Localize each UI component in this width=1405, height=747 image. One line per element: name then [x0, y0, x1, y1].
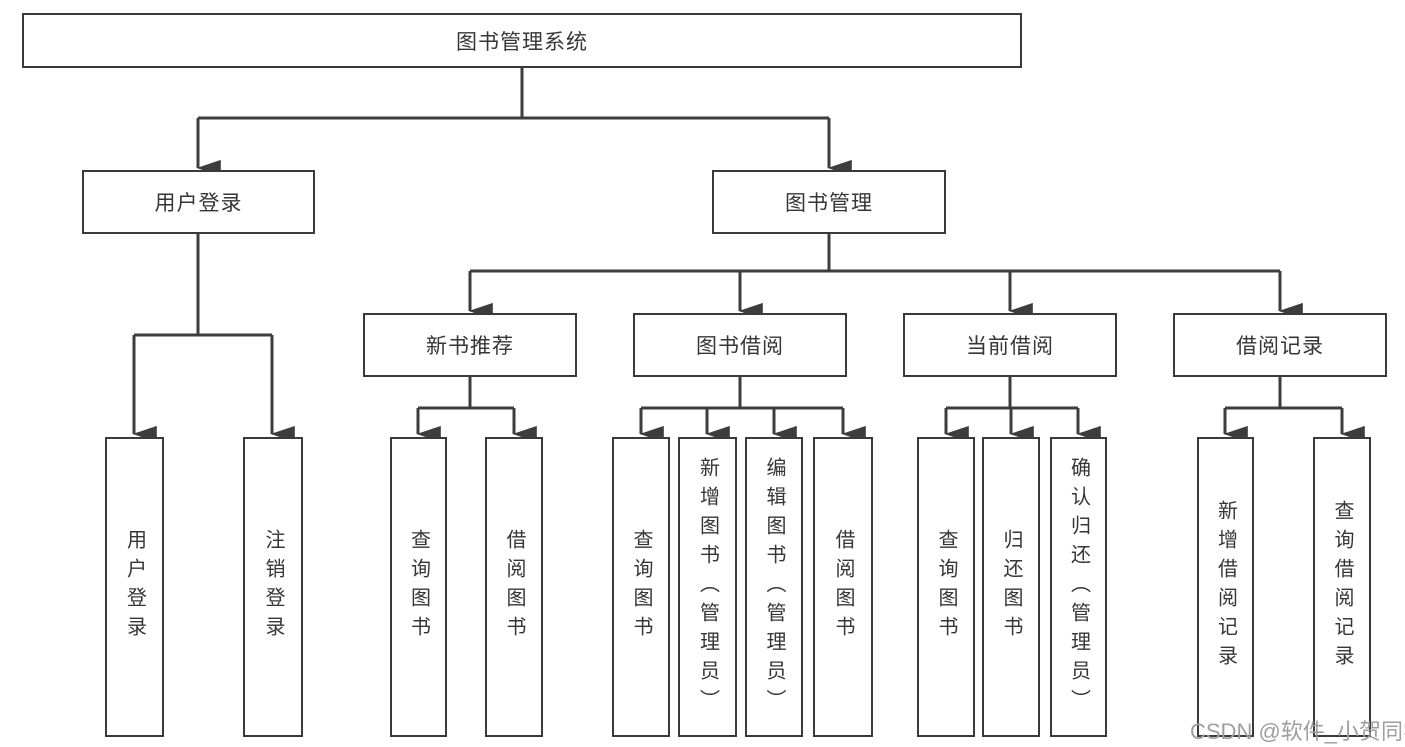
node-new-book-recommend: 新书推荐: [363, 313, 577, 377]
leaf-borrow-books-newbooks: 借阅图书: [485, 437, 543, 737]
leaf-query-books-current: 查询图书: [917, 437, 975, 737]
leaf-label: 查询借阅记录: [1331, 500, 1353, 674]
leaf-label: 确认归还（管理员）: [1067, 456, 1090, 718]
node-label: 用户登录: [154, 192, 243, 215]
leaf-label: 查询图书: [407, 529, 430, 645]
leaf-query-borrow-record: 查询借阅记录: [1313, 437, 1371, 737]
node-book-management: 图书管理: [712, 170, 946, 234]
node-borrowing-records: 借阅记录: [1173, 313, 1387, 377]
node-book-borrowing: 图书借阅: [633, 313, 847, 377]
node-label: 图书管理: [785, 192, 873, 215]
leaf-edit-books-admin: 编辑图书（管理员）: [745, 437, 803, 737]
leaf-label: 借阅图书: [832, 529, 854, 645]
leaf-label: 编辑图书（管理员）: [763, 456, 785, 718]
leaf-label: 查询图书: [935, 529, 957, 645]
node-label: 图书管理系统: [456, 30, 588, 54]
leaf-label: 查询图书: [630, 529, 652, 645]
node-label: 借阅记录: [1236, 335, 1324, 358]
leaf-logout: 注销登录: [243, 437, 303, 737]
leaf-label: 借阅图书: [503, 529, 525, 645]
node-library-management-system: 图书管理系统: [22, 13, 1022, 68]
leaf-query-books-borrowing: 查询图书: [612, 437, 670, 737]
node-label: 图书借阅: [696, 335, 784, 358]
leaf-label: 归还图书: [1000, 529, 1022, 645]
leaf-return-books: 归还图书: [982, 437, 1040, 737]
leaf-add-borrow-record: 新增借阅记录: [1197, 437, 1254, 737]
node-label: 当前借阅: [966, 335, 1054, 358]
leaf-user-login: 用户登录: [105, 437, 164, 737]
leaf-label: 注销登录: [262, 529, 284, 645]
leaf-add-books-admin: 新增图书（管理员）: [678, 437, 737, 737]
node-user-login: 用户登录: [82, 170, 315, 234]
node-current-borrowing: 当前借阅: [903, 313, 1117, 377]
leaf-label: 新增借阅记录: [1214, 500, 1237, 674]
leaf-label: 用户登录: [123, 529, 146, 645]
leaf-confirm-return-admin: 确认归还（管理员）: [1050, 437, 1107, 737]
leaf-query-books-newbooks: 查询图书: [390, 437, 447, 737]
node-label: 新书推荐: [426, 335, 514, 358]
csdn-watermark: CSDN @软件_小贺同学: [1190, 719, 1405, 744]
leaf-label: 新增图书（管理员）: [696, 456, 719, 718]
leaf-borrow-books-borrowing: 借阅图书: [813, 437, 873, 737]
